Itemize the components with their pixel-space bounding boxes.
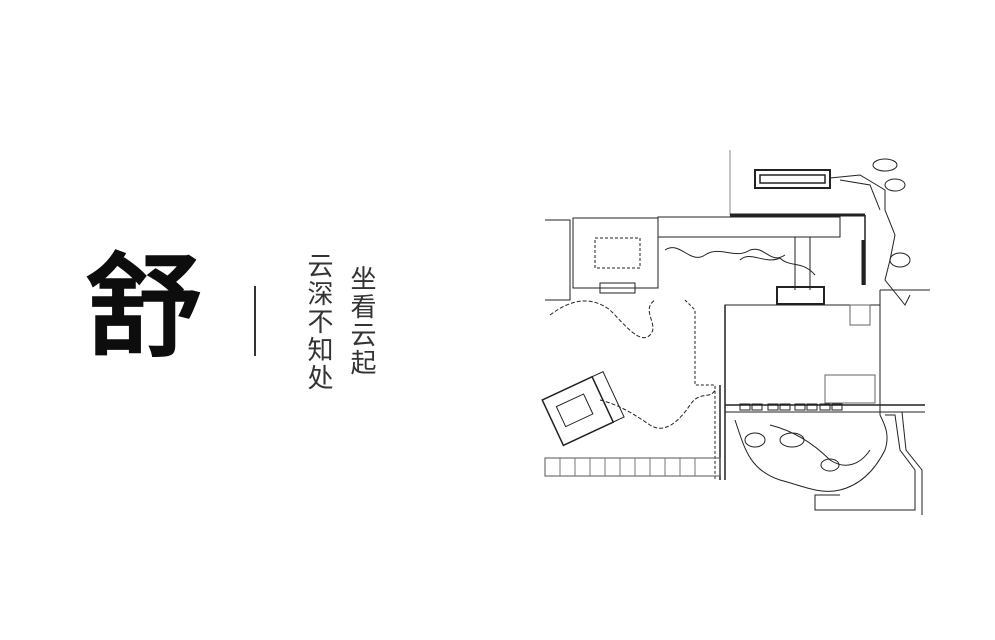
site-plan-drawing [541,150,930,515]
poem-line-2: 坐看云起 [346,265,376,377]
title-character: 舒 [85,242,203,373]
poem-line-1: 云深不知处 [303,252,333,392]
vertical-divider [254,286,256,356]
